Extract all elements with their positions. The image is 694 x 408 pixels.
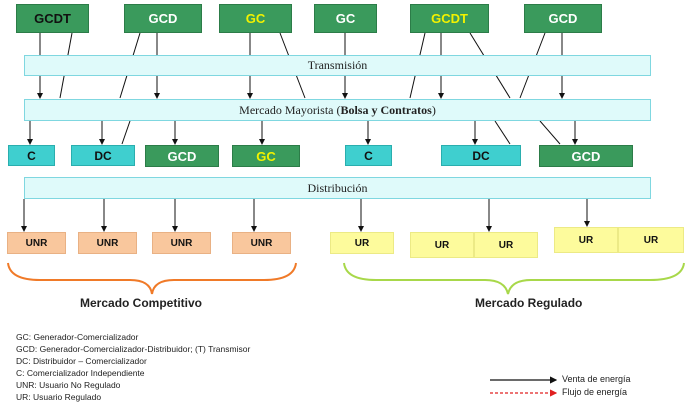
- venta-label: Venta de energía: [562, 374, 631, 384]
- legend-dc: DC: Distribuidor – Comercializador: [16, 356, 147, 366]
- mercado-competitivo-label: Mercado Competitivo: [80, 296, 203, 310]
- user-ur-4: UR: [554, 227, 618, 253]
- band-distribucion: Distribución: [24, 177, 651, 199]
- generator-gc-2: GC: [314, 4, 377, 33]
- band-mercado-mayorista: Mercado Mayorista (Bolsa y Contratos): [24, 99, 651, 121]
- mercado-regulado-label: Mercado Regulado: [475, 296, 583, 310]
- user-unr-3: UNR: [152, 232, 211, 254]
- agent-gcd-2: GCD: [539, 145, 633, 167]
- mercado-suffix: ): [431, 102, 436, 117]
- flujo-label: Flujo de energía: [562, 387, 628, 397]
- generator-gcd-2: GCD: [524, 4, 602, 33]
- brace-competitivo: [7, 262, 297, 295]
- user-ur-5: UR: [618, 227, 684, 253]
- agent-dc-1: DC: [71, 145, 135, 166]
- generator-gcd-1: GCD: [124, 4, 202, 33]
- legend-gc: GC: Generador-Comercializador: [16, 332, 139, 342]
- legend-ur: UR: Usuario Regulado: [16, 392, 102, 402]
- generator-gcdt-2: GCDT: [410, 4, 489, 33]
- user-unr-2: UNR: [78, 232, 137, 254]
- agent-dc-2: DC: [441, 145, 521, 166]
- generator-gcdt-1: GCDT: [16, 4, 89, 33]
- legend-c: C: Comercializador Independiente: [16, 368, 145, 378]
- legend-gcd: GCD: Generador-Comercializador-Distribui…: [16, 344, 251, 354]
- user-ur-3: UR: [474, 232, 538, 258]
- legend: GC: Generador-Comercializador GCD: Gener…: [16, 331, 250, 403]
- generator-gc-1: GC: [219, 4, 292, 33]
- legend-unr: UNR: Usuario No Regulado: [16, 380, 121, 390]
- agent-c-2: C: [345, 145, 392, 166]
- agent-gc-1: GC: [232, 145, 300, 167]
- brace-regulado: [343, 262, 685, 295]
- user-ur-2: UR: [410, 232, 474, 258]
- user-unr-4: UNR: [232, 232, 291, 254]
- user-unr-1: UNR: [7, 232, 66, 254]
- mercado-prefix: Mercado Mayorista (: [239, 102, 341, 117]
- agent-c-1: C: [8, 145, 55, 166]
- mercado-bold: Bolsa y Contratos: [340, 102, 432, 117]
- band-transmision: Transmisión: [24, 55, 651, 76]
- user-ur-1: UR: [330, 232, 394, 254]
- agent-gcd-1: GCD: [145, 145, 219, 167]
